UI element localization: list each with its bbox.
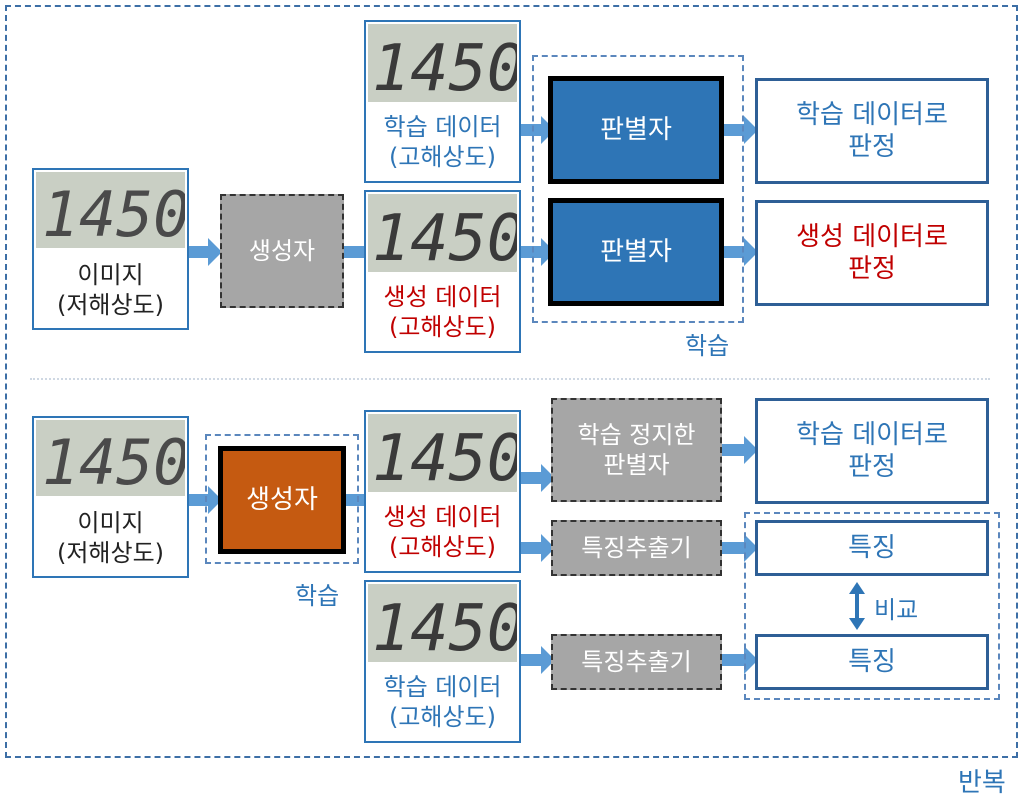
svg-text:1450: 1450: [372, 592, 517, 662]
top-gen-data-box: 1450 생성 데이터(고해상도): [364, 190, 521, 353]
arrow-traindata-to-extractor: [519, 646, 555, 674]
compare-double-arrow: [849, 582, 865, 630]
bottom-train-data-box: 1450 학습 데이터(고해상도): [364, 580, 521, 743]
svg-text:1450: 1450: [372, 202, 517, 272]
top-learn-group: [532, 55, 744, 323]
top-gen-data-label: 생성 데이터(고해상도): [383, 283, 502, 341]
lcd-image: 1450: [368, 194, 517, 272]
svg-text:1450: 1450: [42, 427, 185, 496]
top-input-label: 이미지(저해상도): [56, 261, 165, 319]
bottom-generator-box: 생성자: [218, 446, 346, 554]
arrow-frozen-disc-to-judge: [722, 436, 758, 464]
lcd-image: 1450: [36, 420, 185, 496]
top-train-data-box: 1450 학습 데이터(고해상도): [364, 20, 521, 183]
lcd-image: 1450: [36, 172, 185, 248]
top-discriminator-a: 판별자: [548, 76, 724, 184]
svg-text:1450: 1450: [42, 179, 185, 248]
svg-text:1450: 1450: [372, 422, 517, 492]
bottom-input-label: 이미지(저해상도): [56, 509, 165, 567]
bottom-feature-extractor-a: 특징추출기: [551, 520, 722, 576]
top-input-image-box: 1450 이미지(저해상도): [32, 168, 189, 330]
top-learn-label: 학습: [685, 332, 730, 360]
lcd-image: 1450: [368, 414, 517, 492]
lcd-image: 1450: [368, 584, 517, 662]
top-discriminator-b: 판별자: [548, 198, 724, 306]
bottom-input-image-box: 1450 이미지(저해상도): [32, 416, 189, 578]
bottom-feature-a-box: 특징: [755, 520, 989, 576]
bottom-learn-label: 학습: [295, 582, 340, 610]
top-generator-box: 생성자: [220, 194, 344, 308]
bottom-feature-b-box: 특징: [755, 634, 989, 690]
bottom-train-data-label: 학습 데이터(고해상도): [383, 673, 502, 731]
bottom-feature-compare-group: [744, 512, 1000, 700]
arrow-gendata-to-frozen-disc: [519, 464, 555, 492]
arrow-input-to-generator: [186, 238, 222, 266]
bottom-gen-data-label: 생성 데이터(고해상도): [383, 503, 502, 561]
arrow-gendata-to-extractor: [519, 534, 555, 562]
bottom-feature-extractor-b: 특징추출기: [551, 634, 722, 690]
repeat-frame: [5, 5, 1018, 758]
top-train-data-label: 학습 데이터(고해상도): [383, 113, 502, 171]
bottom-gen-data-box: 1450 생성 데이터(고해상도): [364, 410, 521, 573]
section-separator: [30, 378, 990, 380]
svg-text:1450: 1450: [372, 32, 517, 102]
bottom-learn-group: [205, 434, 359, 564]
lcd-image: 1450: [368, 24, 517, 102]
bottom-compare-label: 비교: [874, 596, 919, 624]
repeat-label: 반복: [958, 768, 1006, 798]
